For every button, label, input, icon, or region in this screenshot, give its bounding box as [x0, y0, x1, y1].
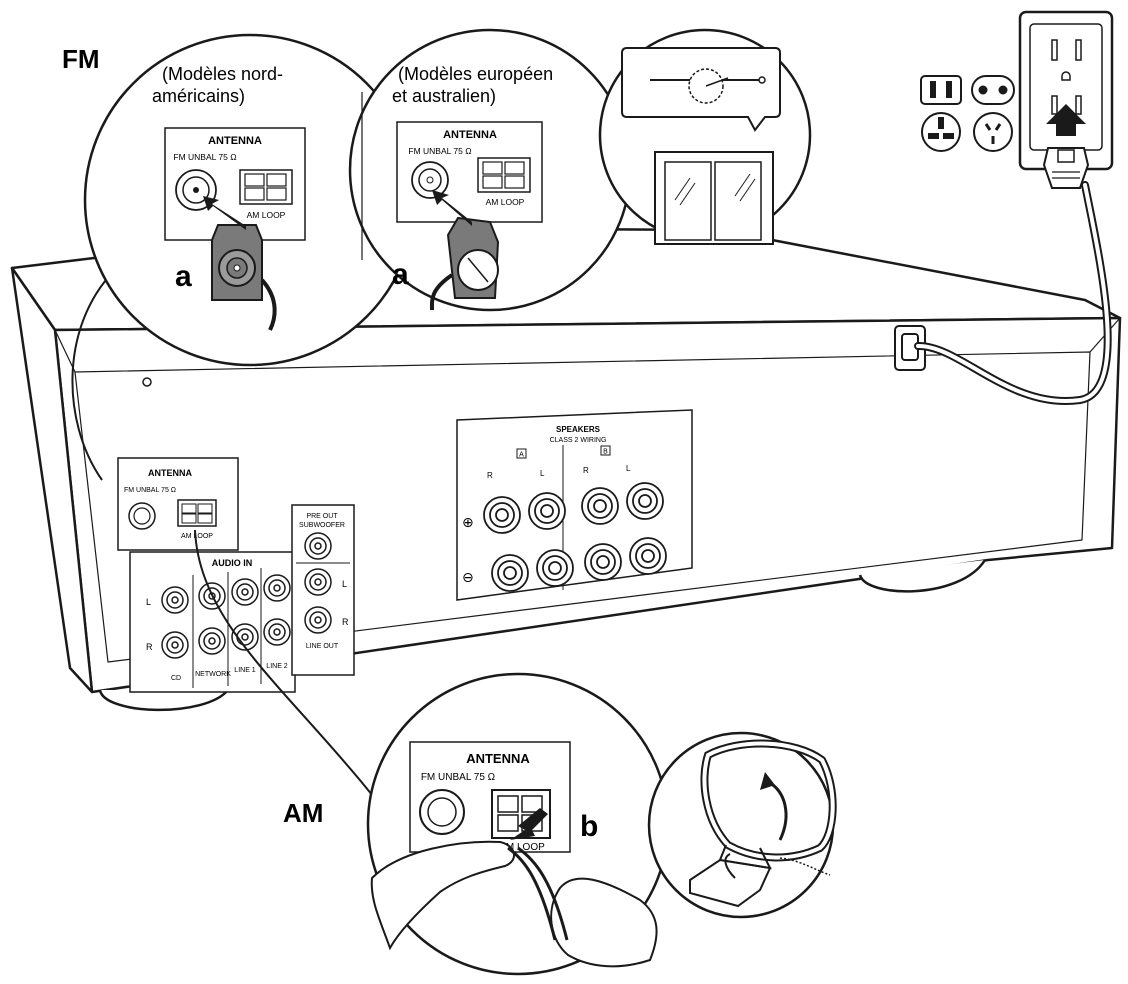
am-fm-label: FM UNBAL 75 Ω	[421, 772, 496, 783]
audio-in-network-label: NETWORK	[195, 671, 231, 678]
rear-antenna-title: ANTENNA	[148, 468, 192, 478]
audio-in-left-label: L	[146, 597, 151, 607]
pre-out-subwoofer: SUBWOOFER	[299, 522, 345, 529]
speakers-bank-b: B	[603, 449, 608, 456]
speakers-plus-sign: ⊕	[462, 514, 474, 530]
speakers-minus-sign: ⊖	[462, 569, 474, 585]
fm-callout-europe-australia: (Modèles européen et australien) ANTENNA…	[348, 28, 632, 312]
am-loop-label: AM LOOP	[499, 842, 545, 853]
fm-na-am-label: AM LOOP	[247, 210, 286, 220]
fm-na-caption-line2: américains)	[152, 86, 245, 106]
fm-eu-caption-line1: (Modèles européen	[398, 64, 553, 84]
audio-in-line2-label: LINE 2	[266, 663, 288, 670]
speakers-b-right: R	[583, 466, 589, 475]
am-antenna-title: ANTENNA	[466, 751, 530, 766]
fm-na-caption-line1: (Modèles nord-	[162, 64, 283, 84]
audio-in-line1-label: LINE 1	[234, 667, 256, 674]
am-loop-antenna-callout	[647, 731, 837, 919]
audio-in-right-label: R	[146, 642, 153, 652]
fm-eu-step-a: a	[392, 258, 409, 291]
plug-type-icons	[920, 75, 1015, 152]
speakers-bank-a: A	[519, 452, 524, 459]
audio-in-title: AUDIO IN	[212, 558, 253, 568]
audio-in-cd-label: CD	[171, 675, 181, 682]
rear-antenna-panel: ANTENNA FM UNBAL 75 Ω AM LOOP	[117, 457, 239, 551]
speakers-a-right: R	[487, 471, 493, 480]
speakers-b-left: L	[626, 464, 631, 473]
fm-section-label: FM	[62, 44, 100, 74]
speakers-title: SPEAKERS	[556, 425, 601, 434]
speakers-subtitle: CLASS 2 WIRING	[550, 437, 607, 444]
audio-in-panel: AUDIO IN L R CD NETWORK LINE 1 LINE 2	[129, 551, 296, 693]
rear-antenna-fm-label: FM UNBAL 75 Ω	[124, 487, 176, 494]
pre-out-title: PRE OUT	[306, 513, 338, 520]
speakers-a-left: L	[540, 469, 545, 478]
wall-outlet	[1018, 10, 1114, 189]
fm-eu-am-label: AM LOOP	[486, 197, 525, 207]
rear-antenna-am-label: AM LOOP	[181, 533, 213, 540]
pre-out-left-label: L	[342, 579, 347, 589]
am-step-b: b	[580, 810, 598, 843]
window-antenna-callout	[598, 28, 812, 245]
fm-eu-caption-line2: et australien)	[392, 86, 496, 106]
pre-out-panel: PRE OUT SUBWOOFER L R LINE OUT	[291, 504, 355, 676]
am-section-label: AM	[283, 798, 323, 828]
speakers-panel: SPEAKERS CLASS 2 WIRING A B R L R L ⊕ ⊖	[456, 409, 693, 601]
fm-na-antenna-title: ANTENNA	[208, 135, 262, 147]
line-out-label: LINE OUT	[306, 643, 339, 650]
fm-callout-north-america: (Modèles nord- américains) ANTENNA FM UN…	[83, 33, 417, 367]
fm-eu-fm-label: FM UNBAL 75 Ω	[408, 146, 471, 156]
fm-na-fm-label: FM UNBAL 75 Ω	[173, 152, 236, 162]
fm-na-step-a: a	[175, 260, 192, 293]
am-callout: ANTENNA FM UNBAL 75 Ω AM LOOP b	[366, 672, 670, 976]
pre-out-right-label: R	[342, 617, 349, 627]
fm-eu-antenna-title: ANTENNA	[443, 129, 497, 141]
